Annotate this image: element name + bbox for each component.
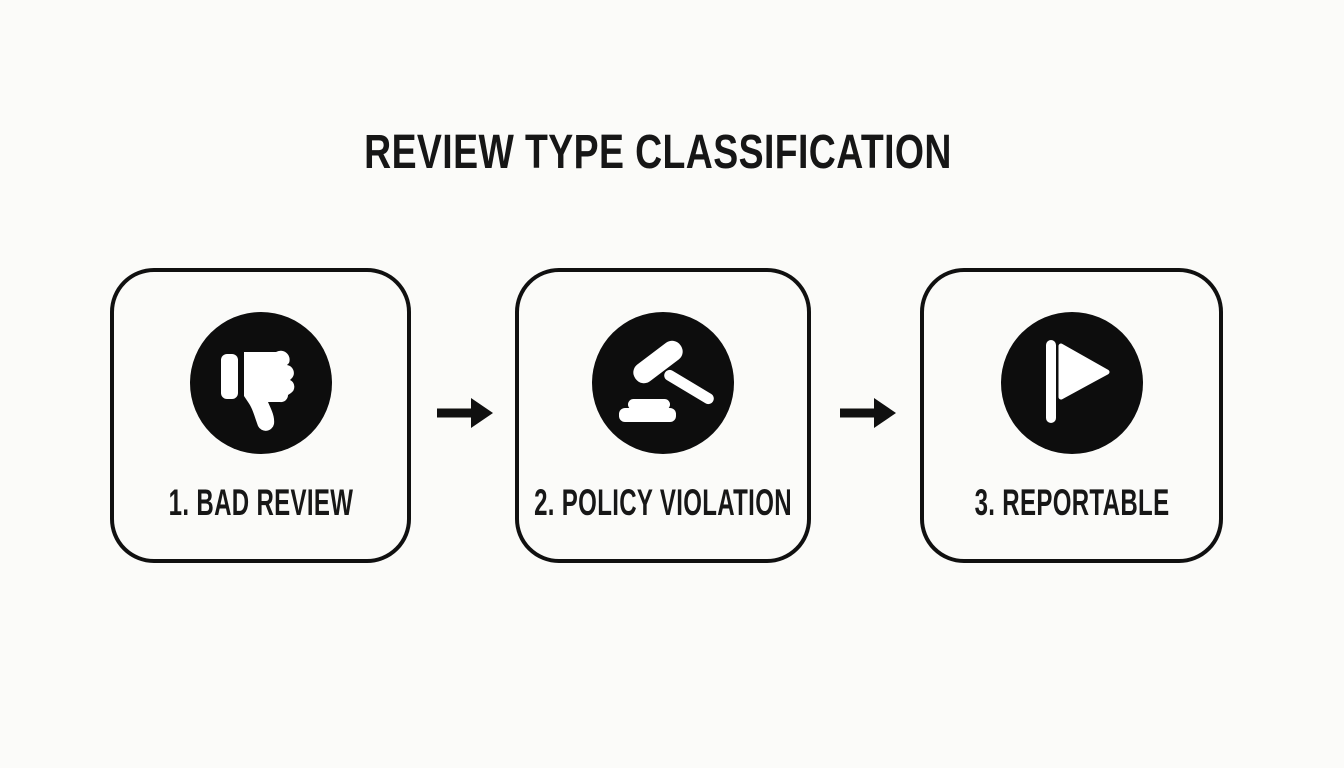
thumbs-down-icon — [189, 312, 332, 454]
gavel-icon — [592, 312, 734, 454]
step-card-policy-violation: 2. POLICY VIOLATION — [515, 268, 811, 563]
arrow-right-icon — [437, 397, 493, 429]
arrow-right-icon — [840, 397, 896, 429]
diagram-title: REVIEW TYPE CLASSIFICATION — [364, 126, 952, 179]
step-label: 3. REPORTABLE — [974, 482, 1169, 523]
step-card-bad-review: 1. BAD REVIEW — [110, 268, 411, 563]
step-label: 2. POLICY VIOLATION — [534, 482, 792, 523]
flag-icon — [1000, 312, 1143, 454]
step-label: 1. BAD REVIEW — [168, 482, 353, 523]
step-card-reportable: 3. REPORTABLE — [920, 268, 1223, 563]
